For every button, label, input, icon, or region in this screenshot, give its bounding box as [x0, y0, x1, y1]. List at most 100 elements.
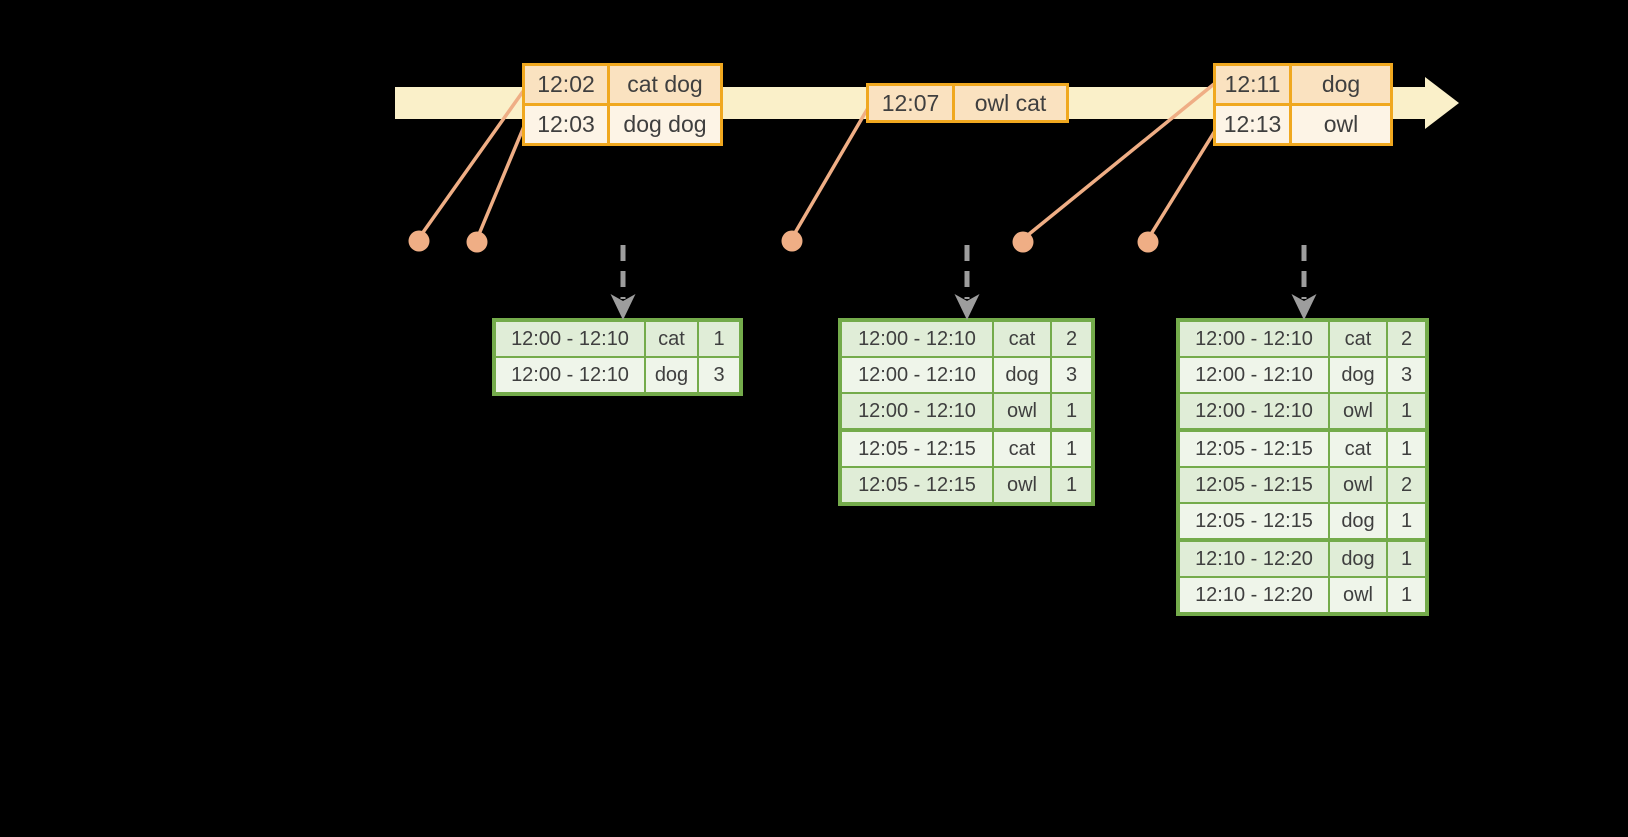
table-cell: 12:05 - 12:15 — [1180, 432, 1328, 466]
table-cell: owl — [992, 468, 1050, 502]
table-cell: 1 — [1386, 504, 1425, 538]
trigger-arrowhead-icon — [610, 294, 636, 320]
event-dot-icon — [1012, 231, 1034, 253]
table-cell: 2 — [1386, 468, 1425, 502]
table-cell: 2 — [1050, 322, 1091, 356]
table-cell: 1 — [697, 322, 739, 356]
trigger-arrowhead-icon — [954, 294, 980, 320]
table-cell: 1 — [1050, 468, 1091, 502]
table-cell: cat — [1328, 322, 1386, 356]
table-cell: dog — [1328, 358, 1386, 392]
table-cell: 1 — [1386, 432, 1425, 466]
table-cell: owl — [1328, 578, 1386, 612]
table-cell: 1 — [1050, 394, 1091, 428]
table-cell: cat — [992, 322, 1050, 356]
table-cell: dog — [1328, 504, 1386, 538]
table-cell: 12:00 - 12:10 — [1180, 394, 1328, 428]
trigger-arrowhead-icon — [1291, 294, 1317, 320]
table-cell: 12:05 - 12:15 — [842, 468, 992, 502]
table-cell: 1 — [1386, 394, 1425, 428]
connector-line — [1146, 125, 1220, 240]
table-cell: dog — [644, 358, 697, 392]
table-cell: dog — [992, 358, 1050, 392]
table-cell: 12:00 - 12:10 — [842, 322, 992, 356]
connector-line — [475, 123, 527, 240]
table-cell: 1 — [1050, 432, 1091, 466]
table-cell: 12:05 - 12:15 — [842, 432, 992, 466]
table-cell: dog dog — [607, 106, 720, 143]
table-cell: owl — [1328, 468, 1386, 502]
table-cell: 12:10 - 12:20 — [1180, 542, 1328, 576]
table-cell: 12:05 - 12:15 — [1180, 504, 1328, 538]
table-cell: dog — [1289, 66, 1390, 103]
table-cell: 3 — [1050, 358, 1091, 392]
table-cell: 12:10 - 12:20 — [1180, 578, 1328, 612]
table-cell: 12:13 — [1216, 106, 1289, 143]
table-cell: owl — [992, 394, 1050, 428]
table-cell: 3 — [1386, 358, 1425, 392]
event-dot-icon — [1137, 231, 1159, 253]
event-dot-icon — [466, 231, 488, 253]
connector-line — [790, 107, 870, 239]
event-dot-icon — [781, 230, 803, 252]
table-cell: 12:00 - 12:10 — [842, 358, 992, 392]
table-cell: 12:05 - 12:15 — [1180, 468, 1328, 502]
connector-line — [417, 88, 526, 240]
table-cell: cat — [644, 322, 697, 356]
table-cell: cat dog — [607, 66, 720, 103]
table-cell: 12:11 — [1216, 66, 1289, 103]
event-dot-icon — [408, 230, 430, 252]
table-cell: 12:00 - 12:10 — [1180, 358, 1328, 392]
table-cell: 1 — [1386, 542, 1425, 576]
timeline-arrowhead-icon — [1425, 77, 1459, 129]
table-cell: cat — [992, 432, 1050, 466]
table-cell: 12:00 - 12:10 — [842, 394, 992, 428]
table-cell: 12:00 - 12:10 — [1180, 322, 1328, 356]
table-cell: owl cat — [952, 86, 1066, 120]
table-cell: 1 — [1386, 578, 1425, 612]
table-cell: cat — [1328, 432, 1386, 466]
table-cell: owl — [1328, 394, 1386, 428]
table-cell: 12:00 - 12:10 — [496, 358, 644, 392]
table-cell: dog — [1328, 542, 1386, 576]
table-cell: 12:00 - 12:10 — [496, 322, 644, 356]
table-cell: 12:07 — [869, 86, 952, 120]
table-cell: owl — [1289, 106, 1390, 143]
table-cell: 2 — [1386, 322, 1425, 356]
table-cell: 12:02 — [525, 66, 607, 103]
